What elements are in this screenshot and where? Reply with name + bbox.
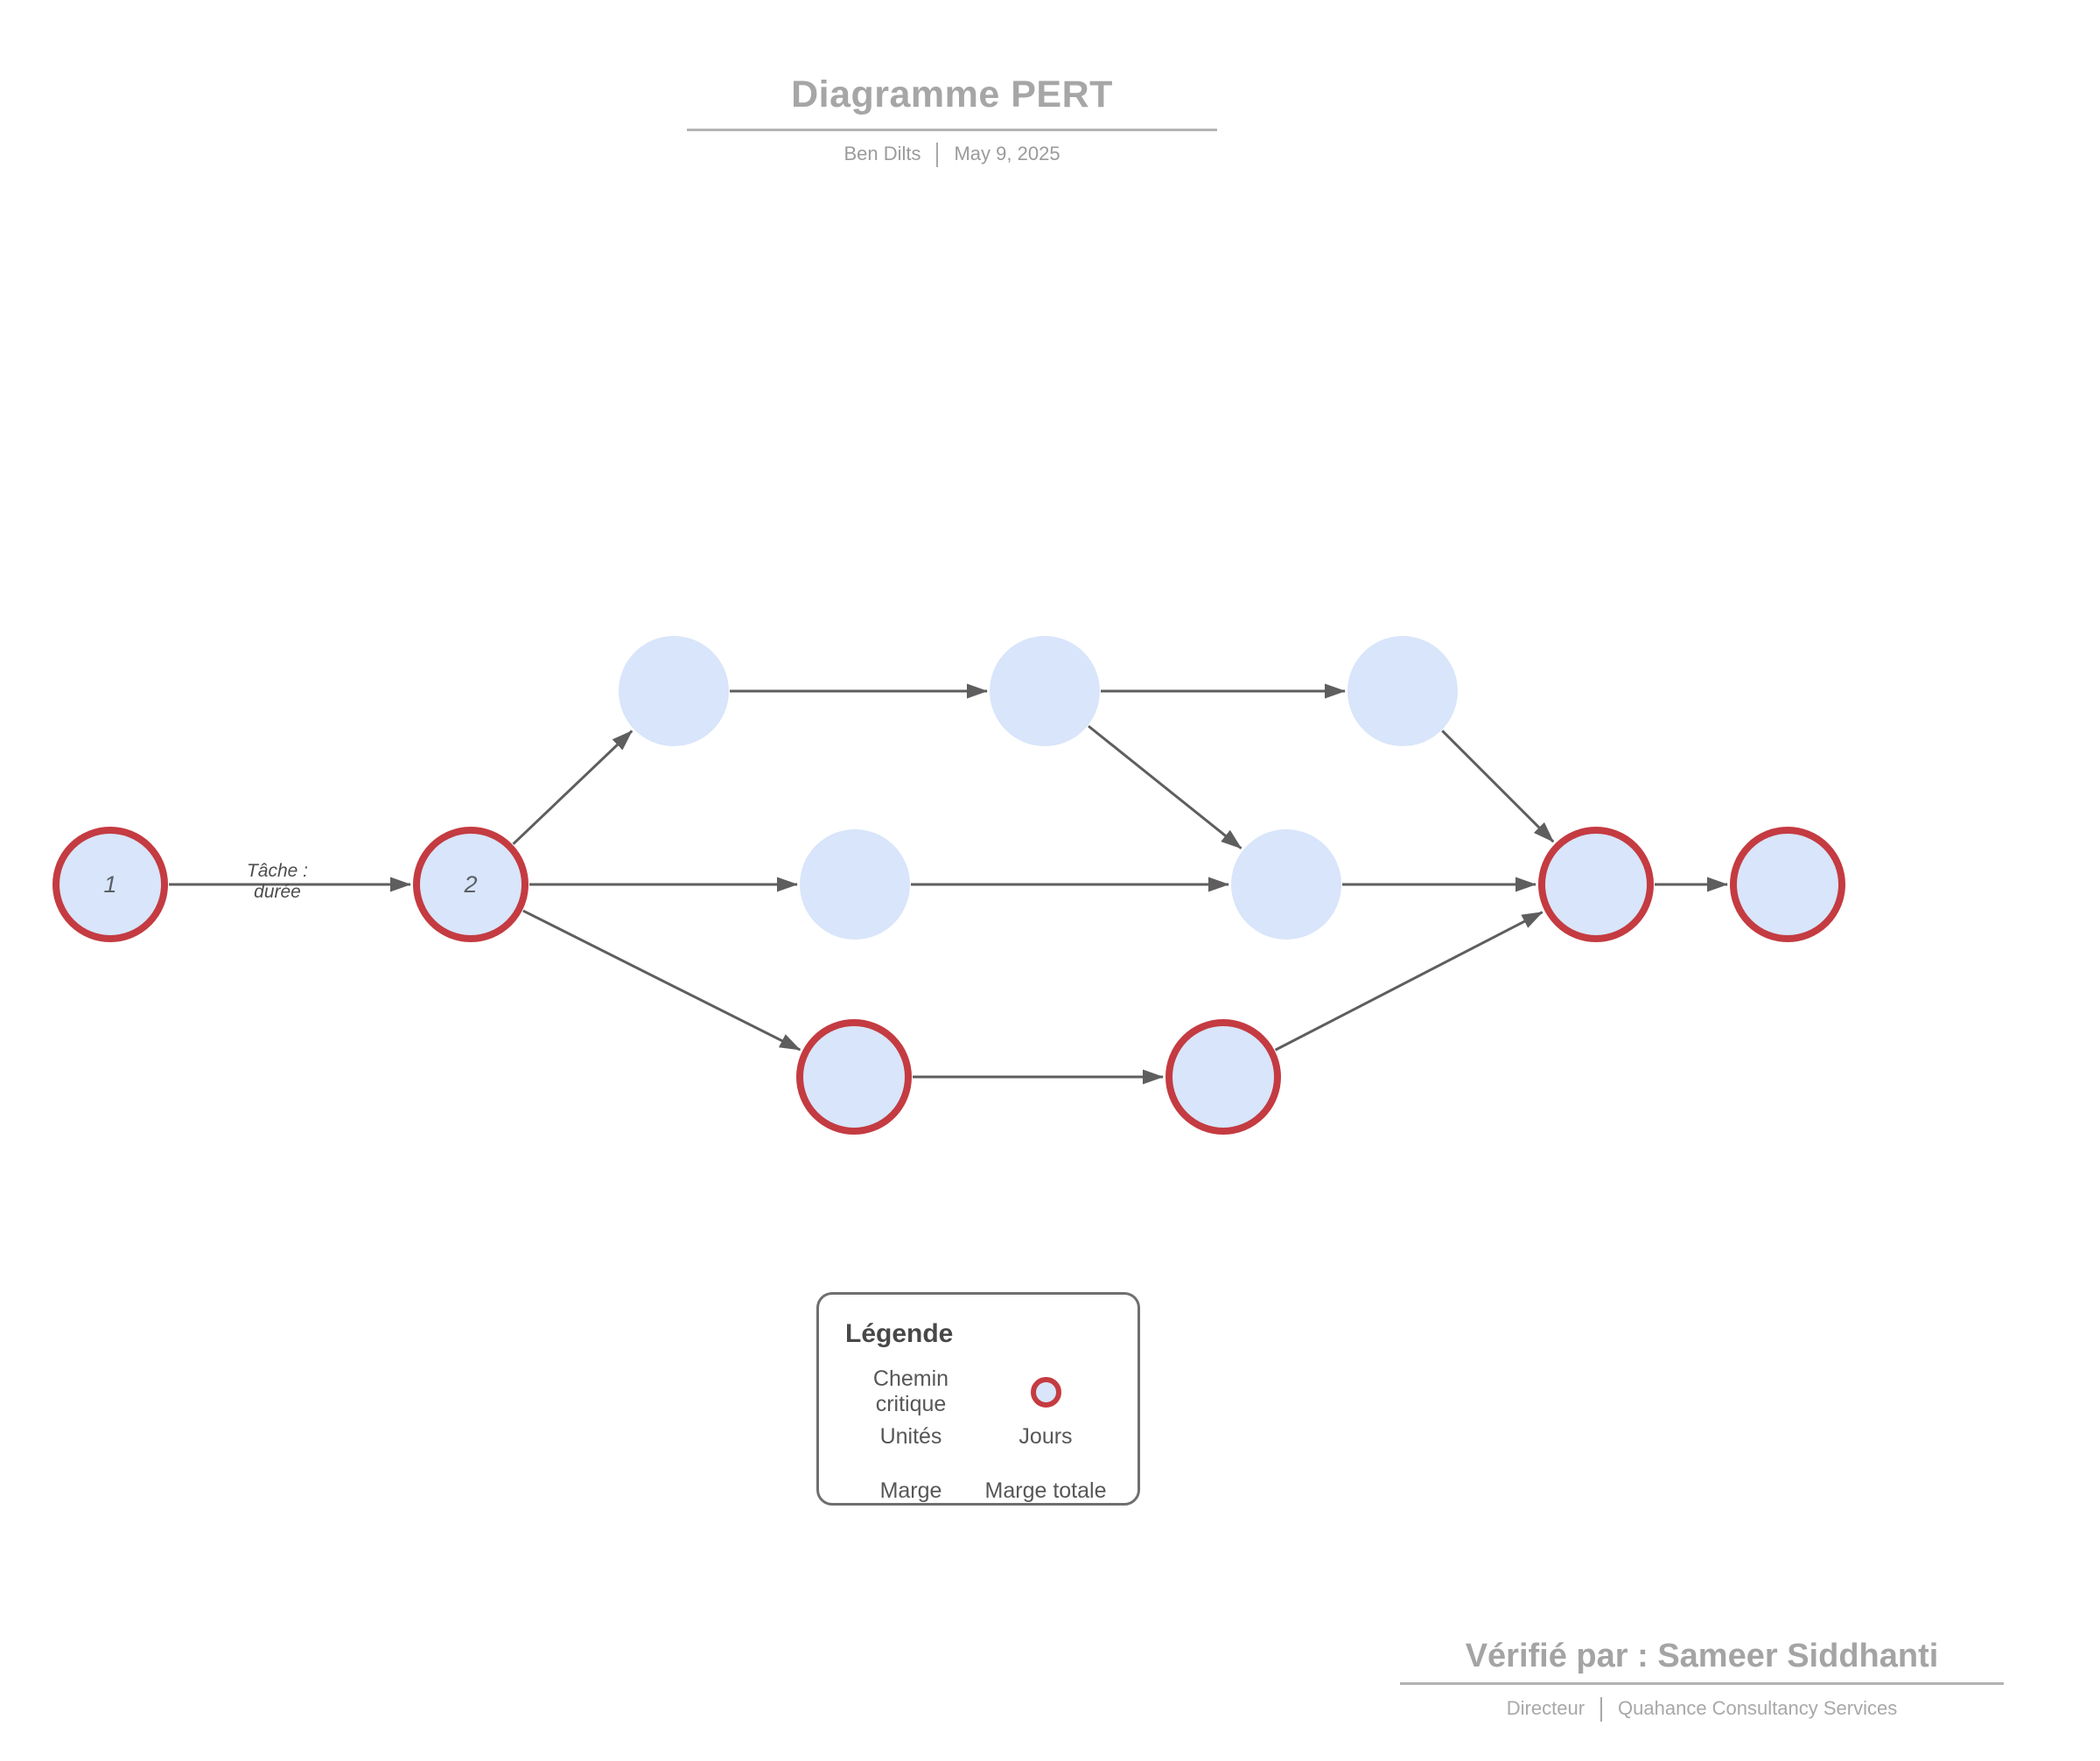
pert-node-m1 bbox=[800, 829, 910, 940]
legend-row-units: Unités Jours bbox=[844, 1421, 1113, 1454]
verifier-company: Quahance Consultancy Services bbox=[1618, 1697, 1898, 1719]
pert-edge-n2-t1 bbox=[512, 730, 634, 845]
pert-node-t1 bbox=[619, 636, 729, 746]
pert-node-n1 bbox=[52, 827, 168, 942]
pert-node-n2 bbox=[413, 827, 528, 942]
legend-margin-value: Marge totale bbox=[984, 1478, 1107, 1504]
pert-node-r1 bbox=[1538, 827, 1654, 942]
legend-box: Légende Chemin critique Unités Jours Mar… bbox=[816, 1292, 1140, 1506]
byline-divider bbox=[936, 143, 939, 168]
verified-by-title: Vérifié par : Sameer Siddhanti bbox=[1400, 1638, 2004, 1685]
pert-node-m2 bbox=[1231, 829, 1341, 940]
legend-margin-label: Marge bbox=[879, 1478, 942, 1504]
pert-node-t3 bbox=[1348, 636, 1458, 746]
pert-node-b2 bbox=[1166, 1019, 1281, 1135]
critical-node-icon bbox=[1030, 1376, 1061, 1408]
pert-node-label-n1: 1 bbox=[103, 871, 116, 898]
author-name: Ben Dilts bbox=[844, 143, 921, 164]
byline-divider bbox=[1600, 1697, 1603, 1723]
pert-node-t2 bbox=[990, 636, 1100, 746]
legend-row-margin: Marge Marge totale bbox=[844, 1475, 1113, 1508]
document-header: Diagramme PERT Ben Dilts May 9, 2025 bbox=[687, 73, 1217, 168]
edge-label: Tâche :durée bbox=[247, 861, 308, 902]
verifier-byline: Directeur Quahance Consultancy Services bbox=[1400, 1697, 2004, 1723]
pert-node-r2 bbox=[1730, 827, 1845, 942]
document-date: May 9, 2025 bbox=[954, 143, 1060, 164]
pert-node-b1 bbox=[796, 1019, 912, 1135]
legend-units-label: Unités bbox=[879, 1424, 942, 1450]
verification-block: Vérifié par : Sameer Siddhanti Directeur… bbox=[1400, 1638, 2004, 1723]
legend-units-value: Jours bbox=[1018, 1424, 1073, 1450]
page-title: Diagramme PERT bbox=[687, 73, 1217, 131]
pert-node-label-n2: 2 bbox=[463, 871, 477, 898]
legend-critical-path-label: Chemin critique bbox=[872, 1366, 949, 1417]
legend-row-critical: Chemin critique bbox=[844, 1363, 1113, 1421]
verifier-role: Directeur bbox=[1506, 1697, 1586, 1719]
pert-edge-t2-m2 bbox=[1088, 724, 1242, 849]
pert-edge-n2-b1 bbox=[522, 909, 802, 1052]
pert-edge-t3-r1 bbox=[1441, 730, 1555, 843]
document-byline: Ben Dilts May 9, 2025 bbox=[687, 143, 1217, 168]
pert-edge-b2-r1 bbox=[1274, 911, 1544, 1052]
legend-title: Légende bbox=[845, 1319, 954, 1348]
